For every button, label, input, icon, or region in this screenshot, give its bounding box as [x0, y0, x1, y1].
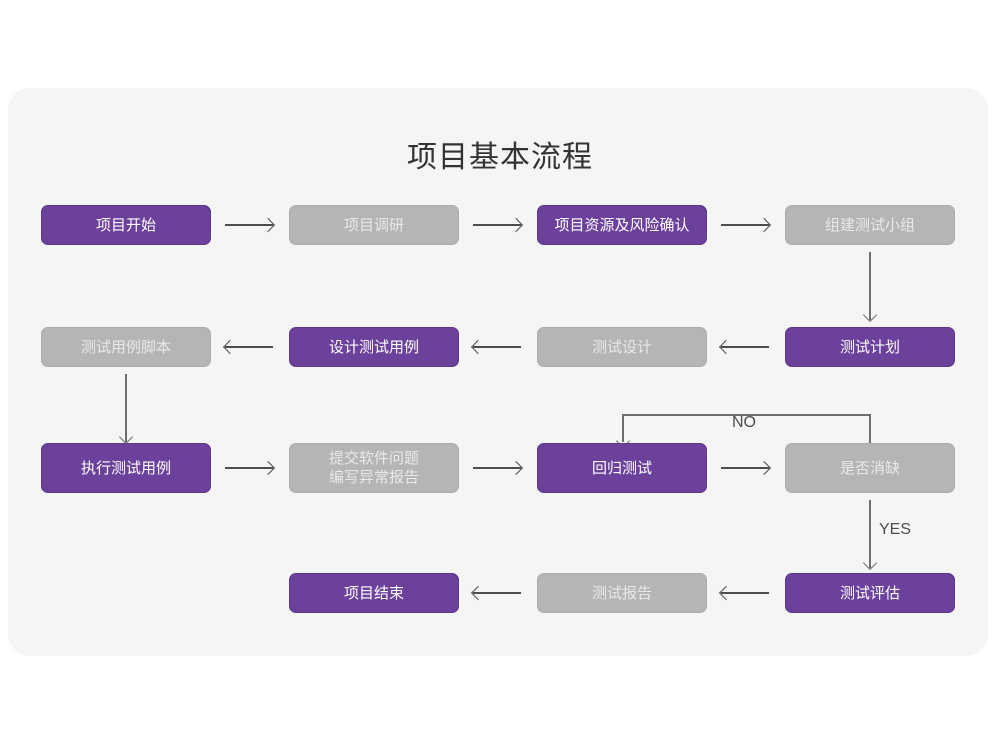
node-label: 测试用例脚本: [80, 338, 171, 356]
node-label: 测试评估: [839, 584, 900, 602]
arrow-resource-to-team: [721, 217, 772, 233]
node-label: 测试设计: [591, 338, 652, 356]
node-label: 测试报告: [591, 584, 652, 602]
arrow-shaft: [721, 467, 769, 469]
arrow-shaft: [225, 346, 273, 348]
arrow-test-report-to-project-end: [470, 585, 521, 601]
no-loop-left-segment: [622, 414, 624, 442]
arrow-defect-check-to-evaluation: [862, 500, 878, 571]
node-label: 组建测试小组: [824, 216, 915, 234]
arrow-script-to-execute-case: [118, 374, 134, 445]
arrow-head-down-icon: [118, 429, 134, 445]
node-regression-test[interactable]: 回归测试: [537, 443, 707, 493]
arrow-shaft: [473, 346, 521, 348]
arrow-evaluation-to-test-report: [718, 585, 769, 601]
arrow-shaft: [473, 467, 521, 469]
node-test-report[interactable]: 测试报告: [537, 573, 707, 613]
arrow-design-case-to-script: [222, 339, 273, 355]
arrow-head-right-icon: [508, 460, 524, 476]
arrow-shaft: [125, 374, 127, 442]
node-submit-issue-report[interactable]: 提交软件问题 编写异常报告: [289, 443, 459, 493]
node-project-start[interactable]: 项目开始: [41, 205, 211, 245]
edge-label-yes: YES: [879, 521, 912, 538]
node-label: 项目资源及风险确认: [554, 216, 690, 234]
arrow-head-right-icon: [756, 460, 772, 476]
arrow-head-left-icon: [222, 339, 238, 355]
arrow-shaft: [721, 346, 769, 348]
arrow-research-to-resource: [473, 217, 524, 233]
node-label: 回归测试: [591, 459, 652, 477]
arrow-test-plan-to-test-design: [718, 339, 769, 355]
node-test-plan[interactable]: 测试计划: [785, 327, 955, 367]
node-execute-test-case[interactable]: 执行测试用例: [41, 443, 211, 493]
node-label: 项目开始: [95, 216, 156, 234]
arrow-head-left-icon: [470, 585, 486, 601]
no-loop-top-segment: [622, 414, 871, 416]
page-title: 项目基本流程: [407, 141, 593, 174]
node-label: 测试计划: [839, 338, 900, 356]
node-label: 执行测试用例: [80, 459, 171, 477]
arrow-head-right-icon: [508, 217, 524, 233]
edge-label-no: NO: [732, 414, 756, 431]
arrow-shaft: [225, 224, 273, 226]
arrow-shaft: [473, 592, 521, 594]
arrow-head-right-icon: [260, 460, 276, 476]
node-build-test-team[interactable]: 组建测试小组: [785, 205, 955, 245]
arrow-head-left-icon: [718, 585, 734, 601]
arrow-shaft: [225, 467, 273, 469]
arrow-head-left-icon: [718, 339, 734, 355]
diagram-card: [8, 88, 988, 656]
node-project-research[interactable]: 项目调研: [289, 205, 459, 245]
arrow-team-to-test-plan: [862, 252, 878, 323]
node-design-test-case[interactable]: 设计测试用例: [289, 327, 459, 367]
node-label: 设计测试用例: [328, 338, 419, 356]
arrow-head-down-icon: [862, 307, 878, 323]
arrow-start-to-research: [225, 217, 276, 233]
node-test-design[interactable]: 测试设计: [537, 327, 707, 367]
arrow-head-down-icon: [862, 555, 878, 571]
node-label: 项目调研: [343, 216, 404, 234]
arrow-submit-issue-to-regression: [473, 460, 524, 476]
arrow-shaft: [473, 224, 521, 226]
arrow-regression-to-defect-check: [721, 460, 772, 476]
no-loop-right-segment: [869, 414, 871, 447]
node-label: 提交软件问题 编写异常报告: [328, 450, 419, 486]
arrow-shaft: [869, 252, 871, 320]
node-test-evaluation[interactable]: 测试评估: [785, 573, 955, 613]
arrow-test-design-to-design-case: [470, 339, 521, 355]
arrow-shaft: [721, 224, 769, 226]
arrow-shaft: [869, 500, 871, 568]
node-label: 项目结束: [343, 584, 404, 602]
node-label: 是否消缺: [839, 459, 900, 477]
arrow-shaft: [721, 592, 769, 594]
node-resource-risk-confirm[interactable]: 项目资源及风险确认: [537, 205, 707, 245]
arrow-head-right-icon: [260, 217, 276, 233]
arrow-head-right-icon: [756, 217, 772, 233]
node-test-case-script[interactable]: 测试用例脚本: [41, 327, 211, 367]
arrow-execute-to-submit-issue: [225, 460, 276, 476]
arrow-head-left-icon: [470, 339, 486, 355]
node-defect-cleared-check[interactable]: 是否消缺: [785, 443, 955, 493]
node-project-end[interactable]: 项目结束: [289, 573, 459, 613]
